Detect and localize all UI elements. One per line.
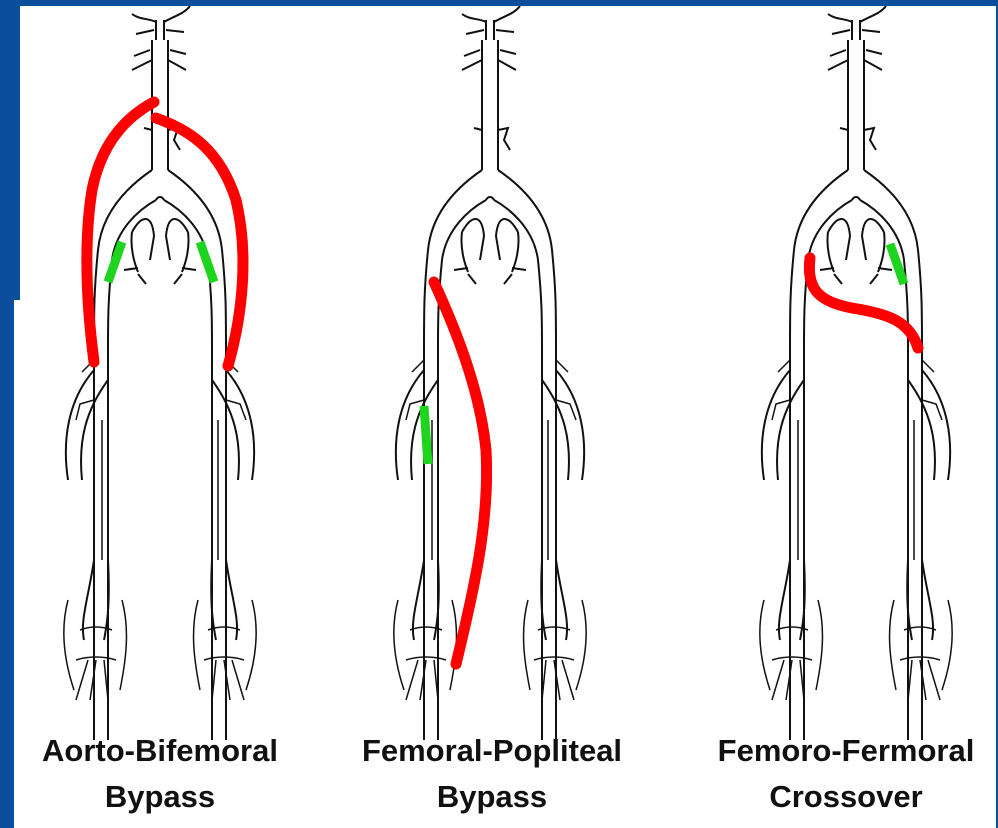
- vascular-tree-3: [760, 6, 953, 740]
- occlusion-superficial-femoral-2: [424, 406, 428, 464]
- graft-aorto-left-femoral: [87, 102, 154, 362]
- caption-line2: Bypass: [0, 774, 320, 820]
- caption-femoro-femoral: Femoro-Fermoral Crossover: [686, 728, 998, 820]
- caption-line1: Femoro-Fermoral: [686, 728, 998, 774]
- caption-aorto-bifemoral: Aorto-Bifemoral Bypass: [0, 728, 320, 820]
- caption-line2: Crossover: [686, 774, 998, 820]
- graft-aorto-right-femoral: [156, 118, 243, 366]
- vascular-tree-2: [394, 6, 587, 740]
- caption-line1: Aorto-Bifemoral: [0, 728, 320, 774]
- caption-femoral-popliteal: Femoral-Popliteal Bypass: [332, 728, 652, 820]
- occlusion-right-iliac-1: [200, 242, 214, 282]
- panel-femoral-popliteal: [394, 6, 587, 740]
- panel-femoro-femoral: [760, 6, 953, 740]
- graft-femoral-popliteal: [434, 282, 487, 664]
- caption-line1: Femoral-Popliteal: [332, 728, 652, 774]
- caption-line2: Bypass: [332, 774, 652, 820]
